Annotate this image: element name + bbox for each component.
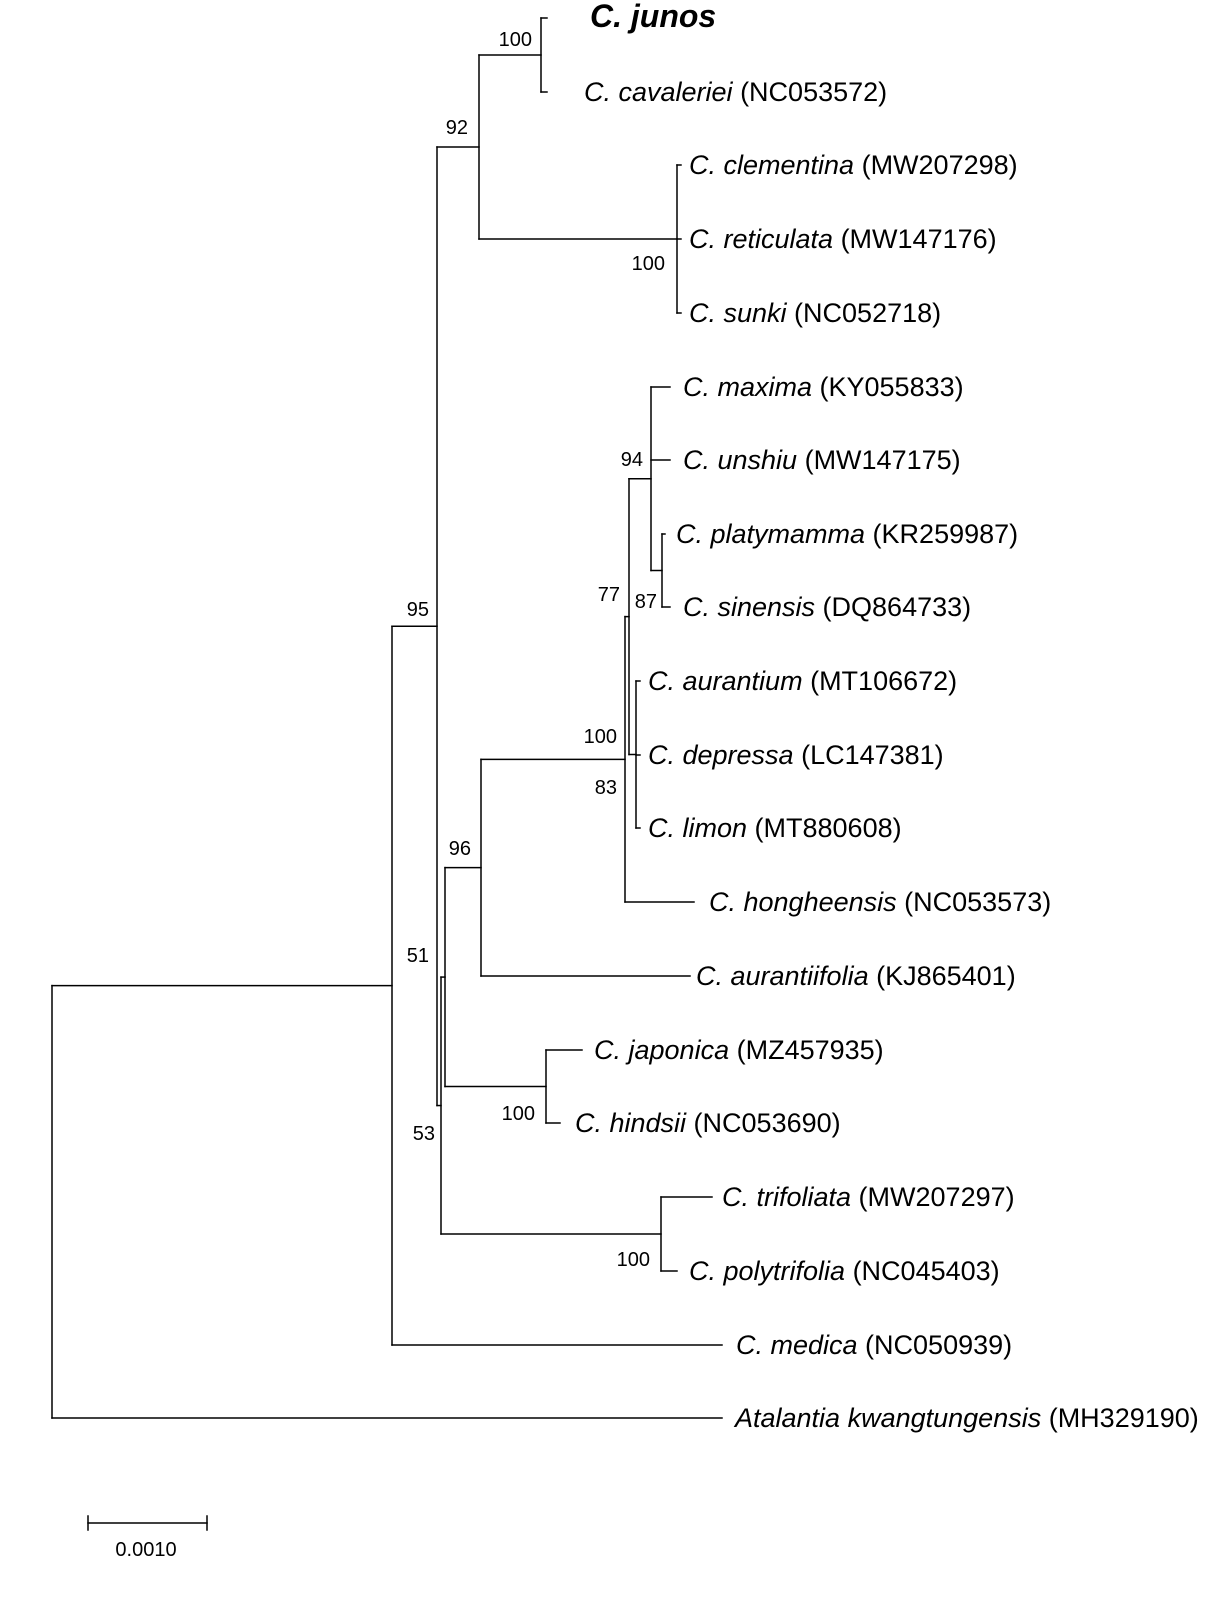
taxon-accession: (MT106672) (803, 666, 958, 696)
taxon-species: C. sunki (689, 298, 788, 328)
taxon-accession: (MT880608) (747, 813, 902, 843)
taxon-label: C. limon (MT880608) (648, 813, 902, 843)
taxon-accession: (MH329190) (1041, 1403, 1199, 1433)
taxon-accession: (LC147381) (794, 740, 944, 770)
bootstrap-value: 100 (502, 1103, 535, 1125)
bootstrap-value: 100 (632, 253, 665, 275)
taxon-accession: (NC053573) (897, 887, 1052, 917)
taxon-label: C. aurantiifolia (KJ865401) (696, 961, 1016, 991)
bootstrap-value: 96 (449, 838, 471, 860)
taxon-label: C. cavaleriei (NC053572) (584, 77, 887, 107)
taxon-label: C. polytrifolia (NC045403) (689, 1256, 1000, 1286)
taxon-label: C. japonica (MZ457935) (594, 1035, 884, 1065)
taxon-species: C. hongheensis (709, 887, 897, 917)
taxon-label: C. sinensis (DQ864733) (683, 592, 971, 622)
taxon-label: C. reticulata (MW147176) (689, 224, 997, 254)
taxon-label: C. depressa (LC147381) (648, 740, 944, 770)
bootstrap-value: 100 (499, 29, 532, 51)
taxon-species: C. japonica (594, 1035, 729, 1065)
taxon-label: C. unshiu (MW147175) (683, 445, 961, 475)
taxon-species: C. unshiu (683, 445, 797, 475)
taxon-accession: (MZ457935) (729, 1035, 884, 1065)
taxon-species: C. cavaleriei (584, 77, 734, 107)
taxon-label: C. hindsii (NC053690) (575, 1108, 841, 1138)
taxon-accession: (NC053690) (686, 1108, 841, 1138)
taxon-accession: (NC053572) (733, 77, 888, 107)
taxon-label: Atalantia kwangtungensis (MH329190) (733, 1403, 1199, 1433)
taxon-label: C. maxima (KY055833) (683, 372, 964, 402)
taxon-accession: (MW147175) (797, 445, 961, 475)
bootstrap-value: 94 (621, 449, 643, 471)
taxon-species: C. reticulata (689, 224, 833, 254)
taxon-species: C. maxima (683, 372, 812, 402)
taxon-accession: (NC050939) (858, 1330, 1013, 1360)
taxon-species: C. aurantium (648, 666, 803, 696)
taxon-species: C. trifoliata (722, 1182, 851, 1212)
taxon-accession: (KR259987) (865, 519, 1018, 549)
taxon-label: C. platymamma (KR259987) (676, 519, 1018, 549)
taxon-label: C. aurantium (MT106672) (648, 666, 957, 696)
scale-bar-label: 0.0010 (115, 1539, 176, 1561)
scale-bar: 0.0010 (87, 1515, 208, 1561)
taxon-accession: (KY055833) (812, 372, 964, 402)
taxon-species: C. medica (736, 1330, 858, 1360)
bootstrap-value: 100 (584, 726, 617, 748)
taxon-label: C. sunki (NC052718) (689, 298, 941, 328)
bootstrap-value: 87 (635, 591, 657, 613)
bootstrap-value: 95 (407, 599, 429, 621)
taxon-accession: (MW207298) (854, 150, 1018, 180)
taxon-label: C. trifoliata (MW207297) (722, 1182, 1015, 1212)
taxon-species: C. junos (590, 0, 716, 34)
taxon-species: C. clementina (689, 150, 854, 180)
bootstrap-value: 83 (595, 777, 617, 799)
taxon-labels: C. junos C. cavaleriei (NC053572) C. cleme… (575, 0, 1199, 1433)
taxon-accession: (KJ865401) (869, 961, 1016, 991)
taxon-accession: (MW147176) (833, 224, 997, 254)
taxon-species: C. depressa (648, 740, 794, 770)
taxon-species: C. aurantiifolia (696, 961, 869, 991)
bootstrap-value: 77 (598, 584, 620, 606)
taxon-accession: (NC052718) (787, 298, 942, 328)
taxon-species: C. polytrifolia (689, 1256, 845, 1286)
taxon-accession: (DQ864733) (815, 592, 971, 622)
taxon-species: C. limon (648, 813, 747, 843)
bootstrap-value: 53 (413, 1123, 435, 1145)
taxon-label: C. medica (NC050939) (736, 1330, 1012, 1360)
taxon-accession: (MW207297) (851, 1182, 1015, 1212)
taxon-label: C. hongheensis (NC053573) (709, 887, 1051, 917)
taxon-label: C. clementina (MW207298) (689, 150, 1018, 180)
taxon-species: Atalantia kwangtungensis (733, 1403, 1041, 1433)
taxon-species: C. platymamma (676, 519, 865, 549)
taxon-accession: (NC045403) (845, 1256, 1000, 1286)
taxon-species: C. hindsii (575, 1108, 687, 1138)
bootstrap-value: 51 (407, 945, 429, 967)
bootstrap-value: 100 (617, 1249, 650, 1271)
tree-branches (51, 17, 723, 1419)
taxon-label: C. junos (590, 0, 716, 34)
taxon-species: C. sinensis (683, 592, 815, 622)
bootstrap-value: 92 (446, 117, 468, 139)
bootstrap-values: 100 92 100 95 94 87 77 83 100 96 100 51 53 100 (407, 29, 665, 1271)
